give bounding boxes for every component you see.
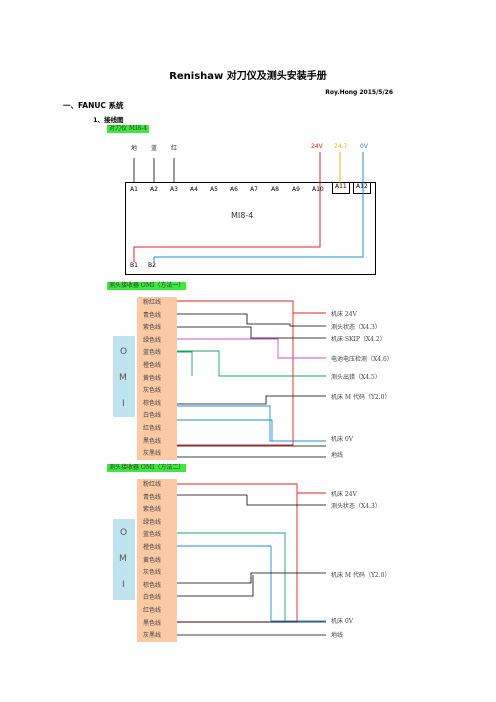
omi1-letter-m: M (119, 373, 127, 383)
mi84-pin-a10: A10 (312, 186, 324, 193)
mi84-pin-a7: A7 (250, 186, 258, 193)
author-date: Roy.Hong 2015/5/26 (325, 89, 393, 96)
omi1-wire-column (137, 297, 177, 460)
omi2-wire-3: 绿色线 (143, 518, 162, 526)
mi84-pin-a2: A2 (150, 186, 158, 193)
omi2-receiver-block (113, 519, 135, 600)
omi1-target-probe-error: 测头出错（X4.5） (331, 374, 381, 381)
omi1-wire-10: 红色线 (143, 425, 162, 432)
omi1-caption: 测头接收器 OMI（方法一） (107, 282, 187, 290)
mi84-pin-a4: A4 (190, 186, 198, 193)
omi2-wire-10: 红色线 (143, 607, 162, 614)
omi1-wire-6: 黄色线 (143, 374, 162, 382)
omi2-wire-7: 灰色线 (143, 569, 162, 577)
omi1-wire-3: 绿色线 (143, 336, 162, 344)
omi2-letter-m: M (119, 554, 127, 564)
omi1-receiver-block (113, 336, 135, 417)
mi84-pin-a1: A1 (130, 186, 138, 193)
omi2-target-probe-status: 测头状态（X4.3） (331, 503, 381, 510)
mi84-voltage-247: 24.7 (334, 143, 348, 150)
omi1-wire-12: 灰黑线 (143, 450, 162, 458)
mi84-pin-b2: B2 (148, 262, 156, 269)
mi84-pin-a11: A11 (335, 183, 347, 190)
omi1-target-battery: 电池电压检测（X4.6） (331, 356, 393, 363)
omi2-target-mcode: 机床 M 代码（Y2.0） (331, 572, 391, 579)
omi2-wire-0: 粉红线 (143, 481, 162, 488)
omi2-letter-i: I (122, 580, 125, 590)
omi2-wire-4: 蓝色线 (143, 531, 162, 539)
omi1-wire-9: 白色线 (143, 412, 162, 420)
omi1-target-skip: 机床 SKIP（X4.2） (331, 336, 386, 343)
omi2-wire-9: 白色线 (143, 594, 162, 602)
mi84-pin-a5: A5 (210, 186, 218, 193)
mi84-pin-b1: B1 (130, 262, 138, 269)
omi2-target-ground: 地线 (331, 632, 344, 639)
mi84-top-label-ground: 地 (131, 145, 138, 152)
mi84-top-label-blue: 蓝 (151, 145, 158, 152)
mi84-pin-a3: A3 (170, 186, 178, 193)
omi2-wire-1: 青色线 (143, 493, 162, 501)
omi2-wire-2: 紫色线 (143, 506, 162, 514)
omi2-wire-12: 灰黑线 (143, 632, 162, 640)
omi2-wire-11: 黑色线 (143, 619, 162, 627)
mi84-pin-a6: A6 (230, 186, 238, 193)
omi1-wire-4: 蓝色线 (143, 349, 162, 357)
section-heading: 一、FANUC 系统 (63, 101, 124, 110)
omi2-target-24v: 机床 24V (331, 491, 357, 498)
omi1-wire-0: 粉红线 (143, 299, 162, 306)
omi1-wire-7: 灰色线 (143, 387, 162, 395)
omi1-letter-i: I (122, 399, 125, 409)
omi1-target-probe-status: 测头状态（X4.3） (331, 324, 381, 331)
omi2-wire-column (137, 479, 177, 642)
mi84-pin-a8: A8 (271, 186, 279, 193)
omi1-wire-11: 黑色线 (143, 437, 162, 445)
mi84-voltage-0v: 0V (360, 143, 368, 150)
omi2-letter-o: O (120, 528, 128, 538)
subsection-heading: 1、接线图 (93, 116, 124, 124)
mi84-module-label: MI8-4 (231, 211, 254, 220)
mi84-pin-a9: A9 (292, 186, 300, 193)
omi1-wire-2: 紫色线 (143, 324, 162, 332)
omi2-wire-6: 黄色线 (143, 556, 162, 564)
omi2-wire-5: 橙色线 (143, 544, 162, 551)
mi84-pin-a12: A12 (356, 183, 368, 190)
omi2-wire-8: 棕色线 (143, 581, 162, 589)
omi1-target-24v: 机床 24V (331, 311, 357, 318)
mi84-module-box (125, 182, 376, 275)
omi1-target-0v: 机床 0V (331, 436, 354, 443)
document-title: Renishaw 对刀仪及测头安装手册 (169, 71, 327, 82)
mi84-voltage-24v: 24V (311, 143, 323, 150)
mi84-pin-highlight-box (353, 182, 371, 194)
omi1-wire-5: 橙色线 (143, 362, 162, 369)
omi2-target-0v: 机床 0V (331, 618, 354, 625)
omi1-wire-8: 棕色线 (143, 399, 162, 407)
mi84-top-label-red: 红 (171, 145, 178, 152)
mi84-pin-highlight-box (332, 182, 350, 194)
omi1-letter-o: O (120, 347, 128, 357)
omi1-target-mcode: 机床 M 代码（Y2.0） (331, 394, 391, 401)
omi2-caption: 测头接收器 OMI（方法二） (107, 464, 187, 472)
omi1-wire-1: 青色线 (143, 311, 162, 319)
mi84-caption: 对刀仪 MI8-4 (107, 125, 150, 133)
omi1-target-ground: 地线 (331, 452, 344, 459)
